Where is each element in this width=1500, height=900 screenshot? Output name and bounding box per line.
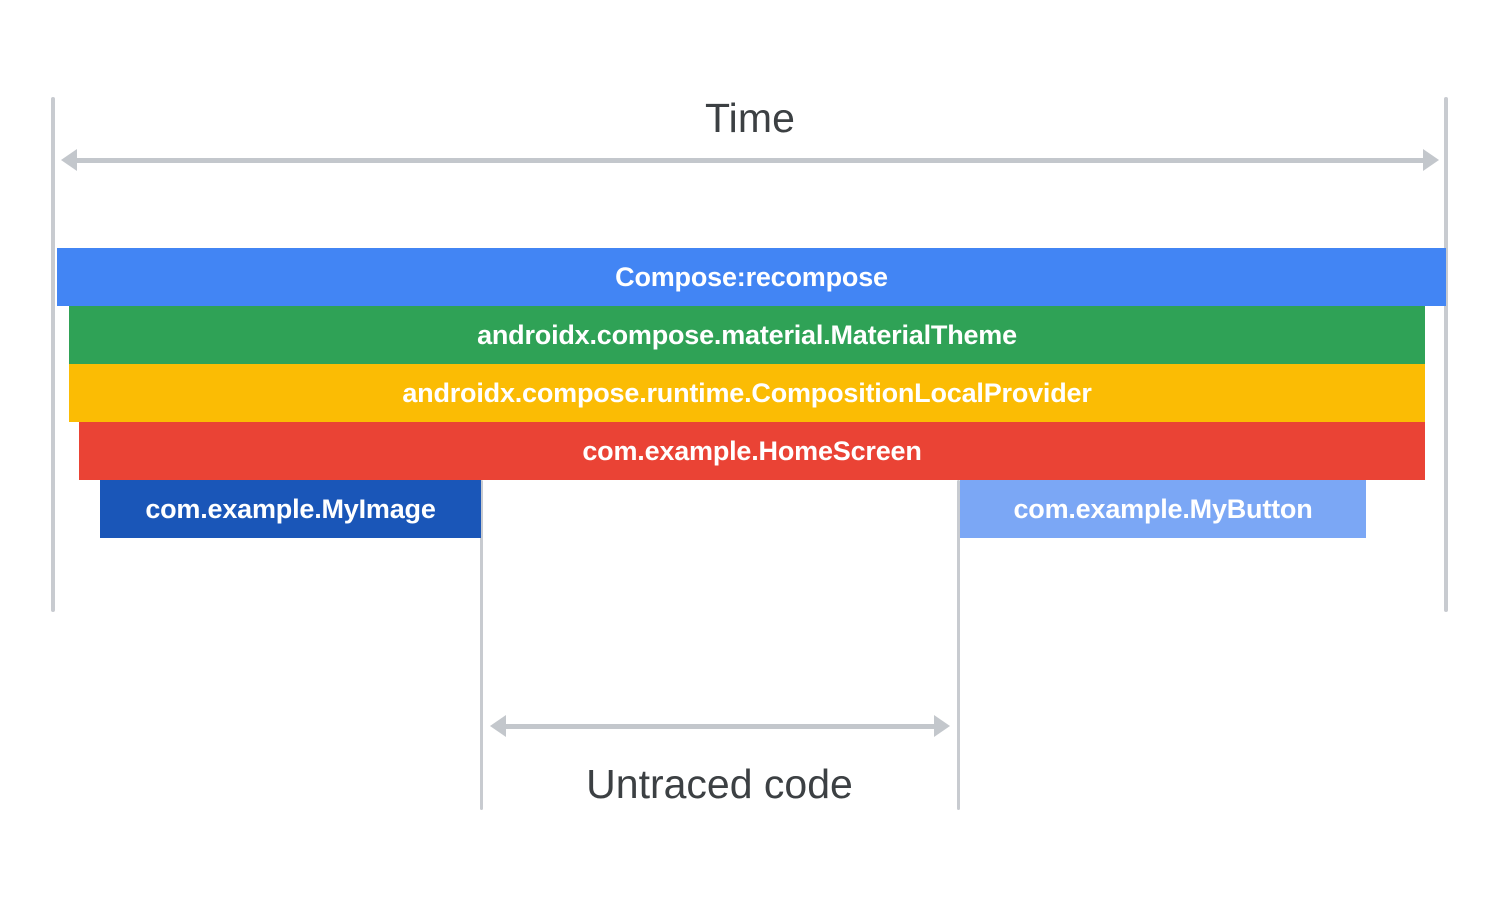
trace-bar-label: com.example.MyImage [145,493,436,524]
arrow-head-right-icon [934,715,950,737]
trace-bar-label: androidx.compose.material.MaterialTheme [477,319,1017,350]
arrow-head-left-icon [490,715,506,737]
untraced-code-caption: Untraced code [586,761,853,807]
trace-bar-label: com.example.HomeScreen [582,435,922,466]
time-span-arrow [61,148,1439,172]
trace-bar-home-screen[interactable]: com.example.HomeScreen [79,422,1425,480]
untraced-left-rule [480,480,483,810]
trace-bar-compose-recompose[interactable]: Compose:recompose [57,248,1446,306]
trace-bar-composition-local-provider[interactable]: androidx.compose.runtime.CompositionLoca… [69,364,1425,422]
trace-bar-material-theme[interactable]: androidx.compose.material.MaterialTheme [69,306,1425,364]
untraced-right-rule [957,480,960,810]
untraced-span-arrow [490,714,950,738]
arrow-shaft [75,157,1425,163]
trace-bar-label: androidx.compose.runtime.CompositionLoca… [402,377,1092,408]
arrow-shaft [504,723,936,729]
trace-bar-label: com.example.MyButton [1013,493,1313,524]
arrow-head-right-icon [1423,149,1439,171]
trace-bar-label: Compose:recompose [615,261,888,292]
time-axis-left-rule [51,97,55,612]
trace-bar-my-button[interactable]: com.example.MyButton [960,480,1366,538]
time-axis-title: Time [705,95,795,141]
arrow-head-left-icon [61,149,77,171]
time-axis-right-rule [1444,97,1448,612]
trace-bar-my-image[interactable]: com.example.MyImage [100,480,481,538]
